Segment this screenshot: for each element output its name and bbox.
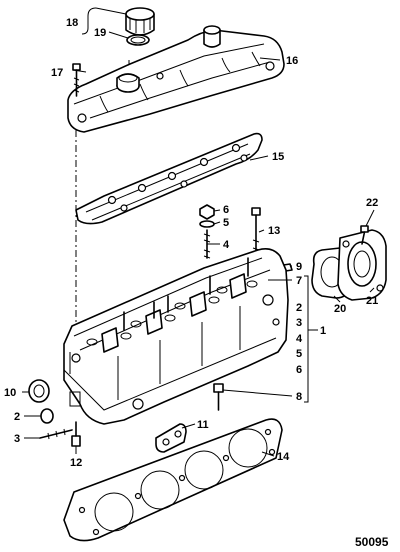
callout-11: 11 bbox=[197, 419, 209, 431]
callout-1: 1 bbox=[320, 325, 326, 337]
core-plug bbox=[40, 408, 54, 424]
callout-22: 22 bbox=[366, 197, 378, 209]
callout-9: 9 bbox=[296, 261, 302, 273]
callout-10: 10 bbox=[4, 387, 16, 399]
callout-21: 21 bbox=[366, 295, 378, 307]
callout-3: 3 bbox=[14, 433, 20, 445]
callout-group-6: 6 bbox=[296, 364, 302, 376]
lifting-bracket bbox=[155, 423, 187, 453]
drawing-number: 50095 bbox=[355, 535, 389, 549]
callout-16: 16 bbox=[286, 55, 298, 67]
head-gasket bbox=[63, 418, 283, 542]
callout-18: 18 bbox=[66, 17, 78, 29]
valve-cover-gasket bbox=[75, 132, 263, 225]
callout-8: 8 bbox=[296, 391, 302, 403]
camshaft-seal bbox=[28, 379, 50, 403]
callout-2: 2 bbox=[14, 411, 20, 423]
callout-12: 12 bbox=[70, 457, 82, 469]
callout-group-3: 3 bbox=[296, 317, 302, 329]
oil-fill-cap bbox=[125, 7, 155, 36]
callout-5: 5 bbox=[223, 217, 229, 229]
stud-nut bbox=[199, 204, 215, 220]
stud-washer bbox=[199, 220, 215, 228]
temperature-sender bbox=[71, 421, 81, 447]
alignment-center-lines bbox=[75, 60, 130, 340]
callout-4: 4 bbox=[223, 239, 230, 251]
valve-cover bbox=[67, 25, 285, 133]
valve-cover-bolt bbox=[72, 63, 81, 97]
cylinder-head bbox=[63, 248, 289, 425]
callout-19: 19 bbox=[94, 27, 106, 39]
callout-13: 13 bbox=[268, 225, 280, 237]
callout-group-5: 5 bbox=[296, 348, 302, 360]
oil-fill-cap-seal bbox=[126, 34, 150, 46]
callout-7: 7 bbox=[296, 275, 302, 287]
callout-labels: 18 19 17 16 15 6 5 4 13 22 9 7 2 3 1 4 5… bbox=[4, 17, 389, 549]
callout-group-4: 4 bbox=[296, 333, 303, 345]
thermostat-housing bbox=[337, 229, 387, 301]
callout-group-2: 2 bbox=[296, 302, 302, 314]
callout-20: 20 bbox=[334, 303, 346, 315]
callout-6: 6 bbox=[223, 204, 229, 216]
housing-bolt bbox=[360, 225, 369, 245]
manifold-stud bbox=[39, 428, 73, 440]
callout-17: 17 bbox=[51, 67, 63, 79]
leader-lines bbox=[22, 7, 375, 457]
head-sensor bbox=[213, 383, 224, 411]
callout-15: 15 bbox=[272, 151, 284, 163]
callout-14: 14 bbox=[277, 451, 290, 463]
